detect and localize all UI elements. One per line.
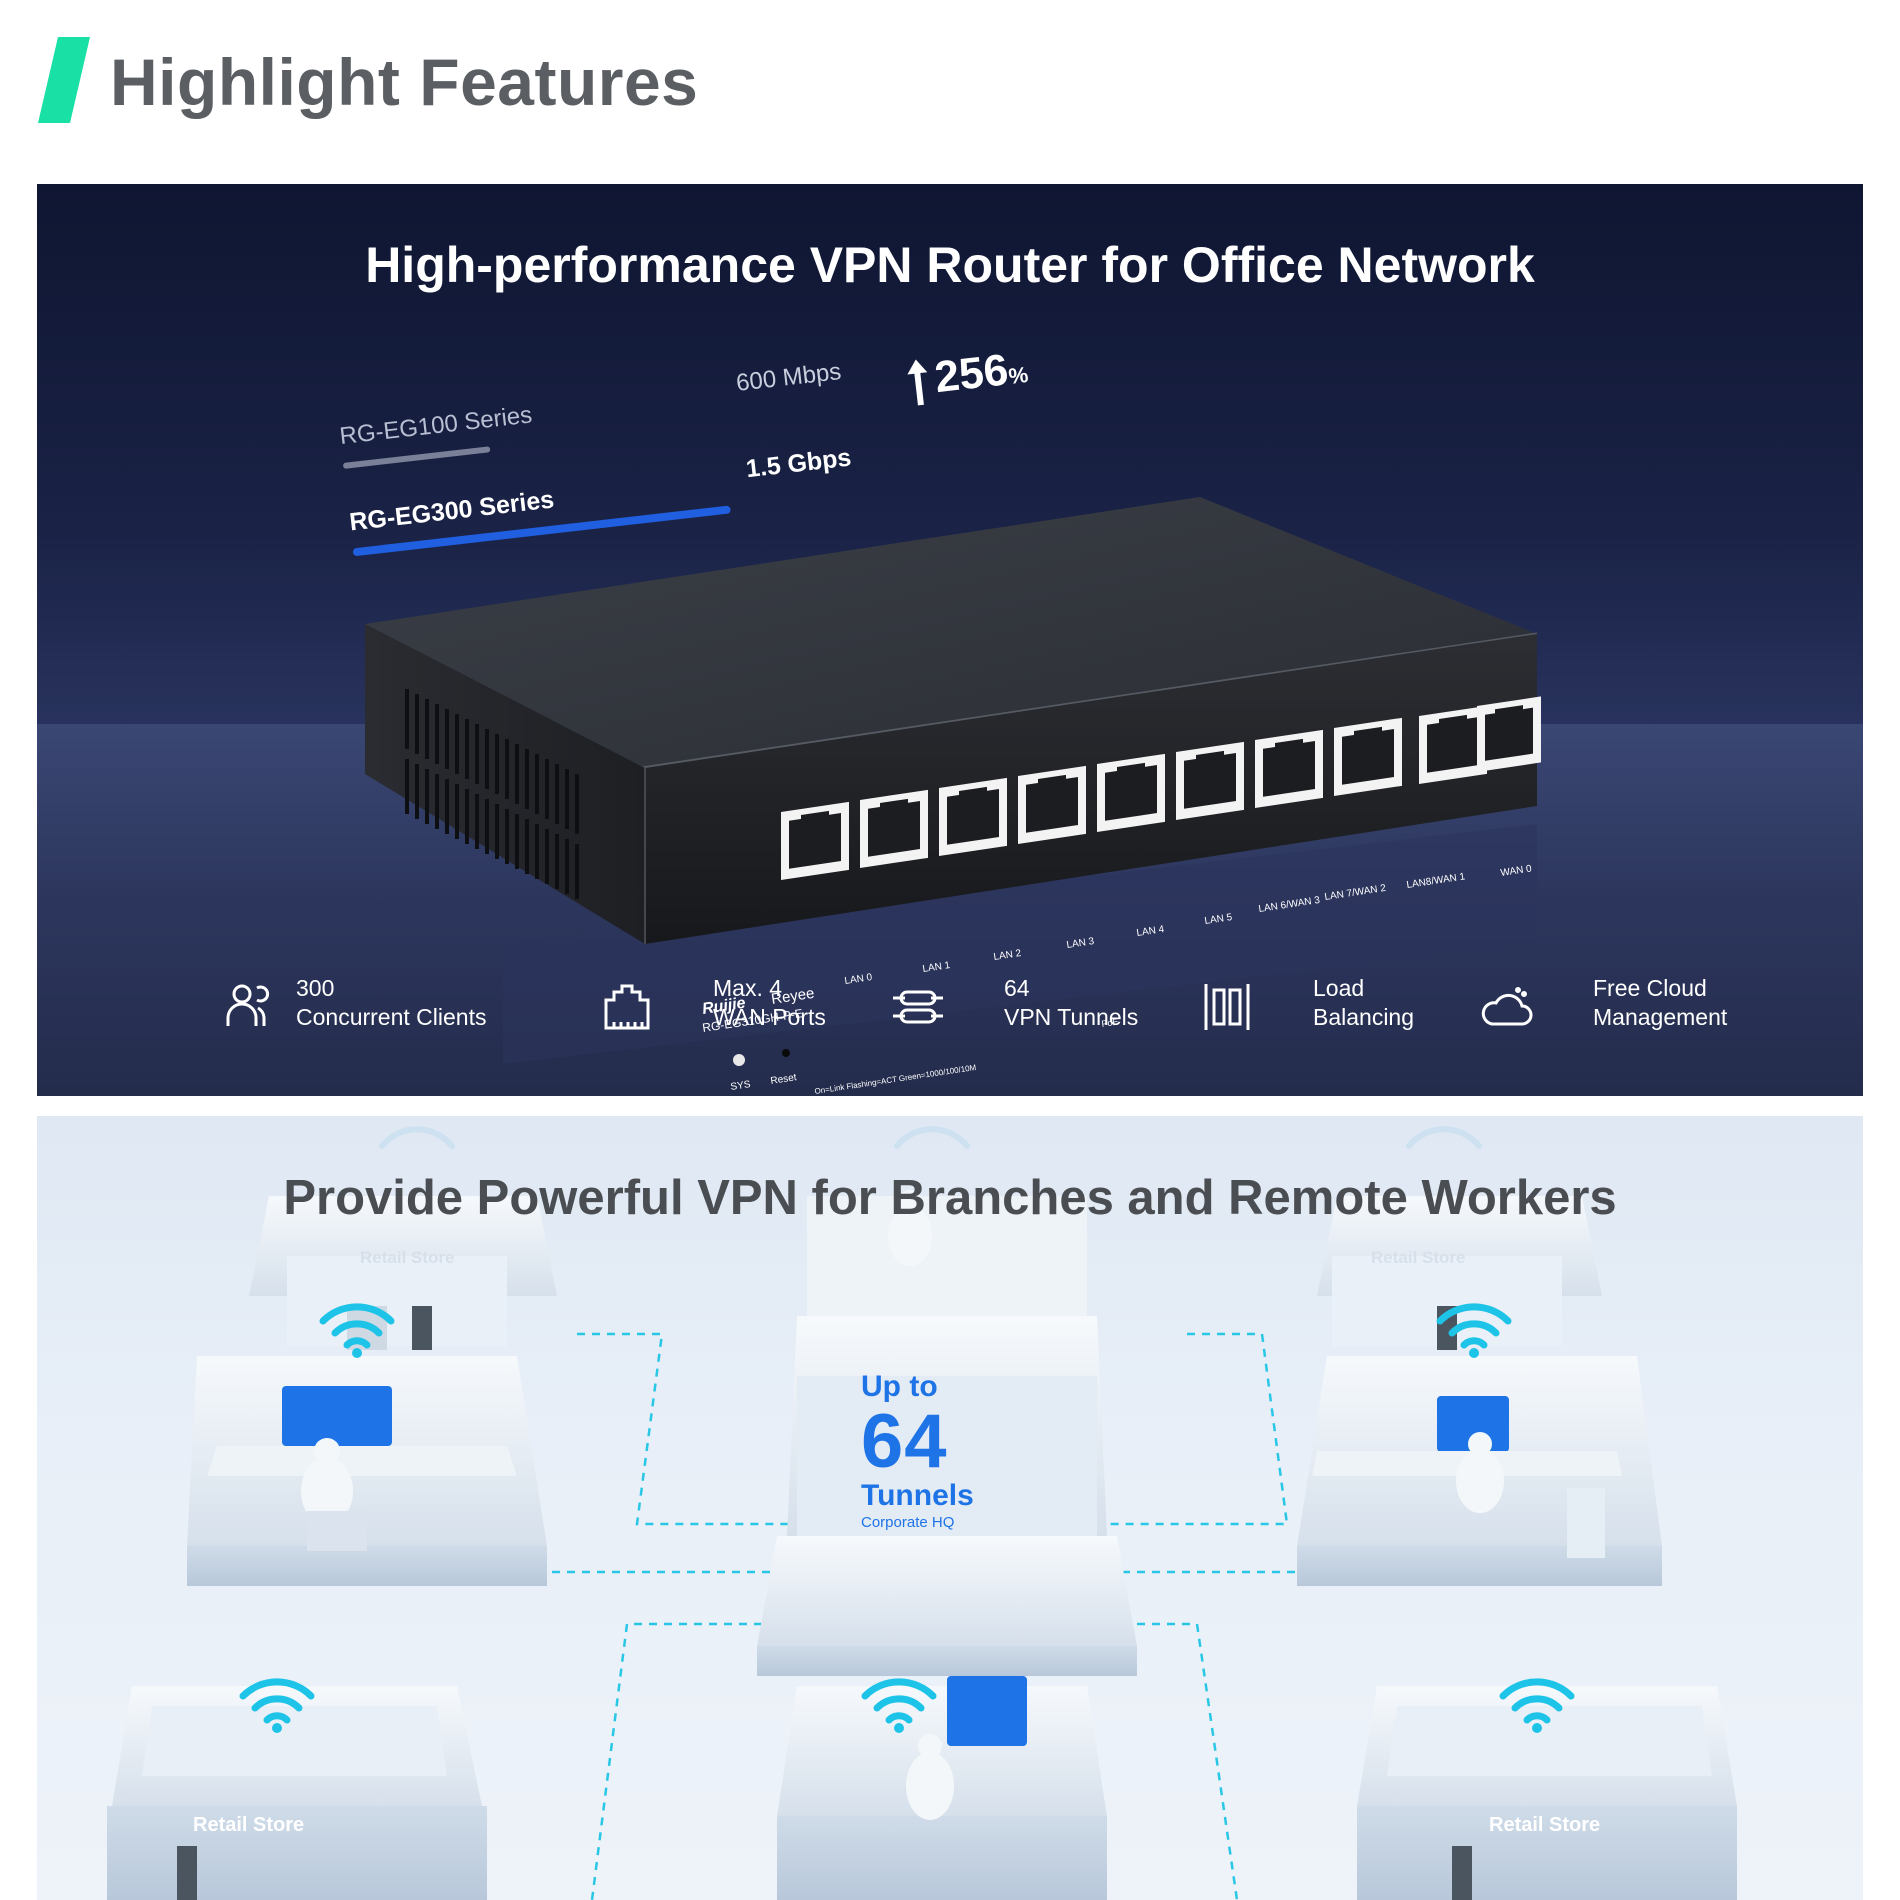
old-series-label: RG-EG100 Series — [338, 401, 534, 451]
ethernet-port-icon — [604, 984, 650, 1030]
old-series-bar — [342, 446, 491, 469]
store-label: Retail Store — [1489, 1814, 1601, 1836]
old-series-speed: 600 Mbps — [734, 358, 843, 397]
hq-up-to: Up to — [861, 1370, 938, 1403]
section-header: Highlight Features — [0, 0, 1900, 150]
feature-label: Concurrent Clients — [296, 1004, 487, 1030]
hero-title: High-performance VPN Router for Office N… — [365, 237, 1535, 293]
arrow-up-icon — [907, 359, 928, 406]
feature-value: Free Cloud — [1593, 975, 1707, 1001]
feature-label: WAN Ports — [713, 1004, 826, 1030]
increase-percentage: 256% — [932, 343, 1030, 403]
store-label: Retail Store — [360, 1248, 455, 1267]
hq-label: Corporate HQ — [861, 1514, 955, 1531]
router-hero-panel: High-performance VPN Router for Office N… — [37, 184, 1863, 1096]
performance-comparison: RG-EG100 Series 600 Mbps RG-EG300 Series… — [336, 315, 1155, 614]
scenario-title: Provide Powerful VPN for Branches and Re… — [283, 1171, 1617, 1225]
cloud-icon — [1481, 987, 1533, 1026]
users-icon — [226, 984, 270, 1026]
feature-value: Load — [1313, 975, 1365, 1001]
increase-value: 256 — [932, 345, 1011, 403]
hq-tunnel-badge: Up to 64 Tunnels Corporate HQ — [861, 1370, 1041, 1534]
store-label: Retail Store — [193, 1814, 305, 1836]
vpn-tunnel-icon — [893, 990, 943, 1024]
feature-value: 300 — [296, 975, 335, 1001]
feature-label: VPN Tunnels — [1004, 1004, 1139, 1030]
feature-label: Balancing — [1313, 1004, 1415, 1030]
store-label: Retail Store — [1371, 1248, 1466, 1267]
load-balance-icon — [1204, 984, 1250, 1030]
hq-tunnel-count: 64 — [861, 1399, 948, 1484]
vpn-scenario-panel: Provide Powerful VPN for Branches and Re… — [37, 1116, 1863, 1900]
new-series-speed: 1.5 Gbps — [744, 443, 853, 484]
feature-value: 64 — [1004, 975, 1030, 1001]
network-illustration — [107, 1126, 1737, 1900]
feature-label: Management — [1593, 1004, 1728, 1030]
section-title: Highlight Features — [110, 45, 699, 119]
hq-tunnel-unit: Tunnels — [861, 1479, 974, 1512]
accent-slash-icon — [38, 37, 90, 123]
feature-value: Max. 4 — [713, 975, 783, 1001]
increase-unit: % — [1007, 361, 1030, 389]
